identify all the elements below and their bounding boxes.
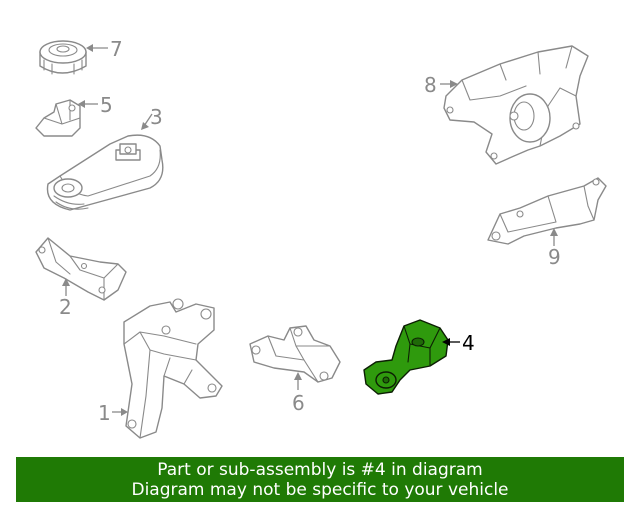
callout-4-label: 4 [462,331,475,355]
callout-4: 4 [442,331,475,355]
callout-5: 5 [78,93,113,117]
callout-7: 7 [86,37,123,61]
part-5-bracket[interactable] [35,99,81,137]
part-1-engine-mount[interactable] [123,298,223,439]
callout-2-label: 2 [59,295,72,319]
parts-diagram: 7 5 3 2 [35,37,607,439]
part-4-mount-highlighted[interactable] [363,319,449,395]
banner-line-1: Part or sub-assembly is #4 in diagram [157,460,483,480]
part-6-bracket[interactable] [249,325,341,383]
callout-3: 3 [141,105,163,130]
callout-2: 2 [59,278,72,319]
callout-6: 6 [292,372,305,415]
callout-1: 1 [98,401,128,425]
part-8-transmission-mount[interactable] [443,45,589,165]
part-2-bracket[interactable] [35,237,127,301]
part-7-bushing[interactable] [39,40,87,75]
banner-line-2: Diagram may not be specific to your vehi… [131,480,509,500]
callout-6-label: 6 [292,391,305,415]
callout-5-label: 5 [100,93,113,117]
part-3-torque-rod[interactable] [46,134,164,211]
callout-9-label: 9 [548,245,561,269]
callout-9: 9 [548,228,561,269]
callout-3-label: 3 [150,105,163,129]
callout-8-label: 8 [424,73,437,97]
callout-8: 8 [424,73,458,97]
part-9-long-bracket[interactable] [487,177,607,245]
callout-7-label: 7 [110,37,123,61]
callout-1-label: 1 [98,401,111,425]
info-banner: Part or sub-assembly is #4 in diagram Di… [16,457,624,502]
